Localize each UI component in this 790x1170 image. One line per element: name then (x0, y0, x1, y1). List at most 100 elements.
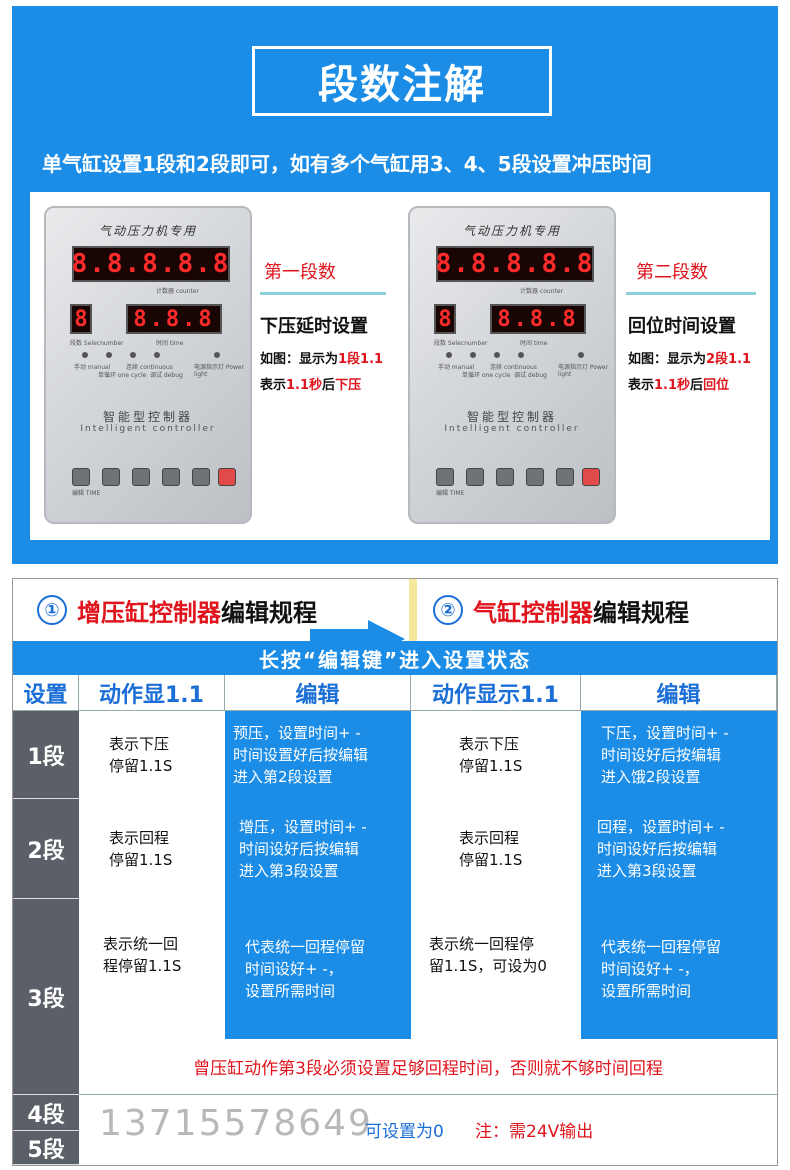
right-table-header: ② 气缸控制器编辑规程 (417, 579, 777, 641)
segment-2-setting: 回位时间设置 (628, 316, 736, 337)
segment-display: 8 (434, 304, 456, 334)
col-header-action-right: 动作显示1.1 (411, 675, 581, 711)
indicator-light-icon (82, 352, 88, 358)
row1-action-left: 表示下压 停留1.1S (109, 735, 173, 775)
controller-device-1: 气动压力机专用 8.8.8.8.8 计数器 counter 8 8.8.8 段数… (44, 206, 252, 524)
row-label-5: 5段 (13, 1131, 79, 1165)
indicator-label: 手动 manual (438, 364, 475, 371)
row-label-2: 2段 (13, 799, 79, 899)
segment-1-setting: 下压延时设置 (260, 316, 368, 337)
segment-label: 段数 Selecnumber (70, 340, 124, 347)
phone-watermark: 13715578649 (99, 1103, 373, 1144)
segment-1-meaning: 表示1.1秒后下压 (260, 378, 362, 393)
row-label-1: 1段 (13, 711, 79, 799)
instruction-band: 长按“编辑键”进入设置状态 (13, 641, 777, 675)
indicator-light-icon (106, 352, 112, 358)
banner-panel: 段数注解 单气缸设置1段和2段即可，如有多个气缸用3、4、5段设置冲压时间 气动… (12, 6, 778, 658)
power-light-icon (214, 352, 220, 358)
circle-number-1: ① (37, 595, 67, 625)
row-label-3: 3段 (13, 899, 79, 1095)
segment-3-warning: 曾压缸动作第3段必须设置足够回程时间，否则就不够时间回程 (79, 1039, 777, 1095)
indicator-label: 手动 manual (74, 364, 111, 371)
edit-key (72, 468, 90, 486)
down-key (466, 468, 484, 486)
stop-key (582, 468, 600, 486)
banner-subtitle: 单气缸设置1段和2段即可，如有多个气缸用3、4、5段设置冲压时间 (42, 152, 652, 176)
device-brand: 智能型控制器 (466, 410, 557, 424)
row1-edit-left: 预压，设置时间+ - 时间设置好后按编辑 进入第2段设置 (225, 711, 411, 799)
device-header-text: 气动压力机专用 (98, 224, 197, 238)
segment-2-example: 如图：显示为2段1.1 (628, 352, 752, 367)
indicator-label: 连续 continuous (490, 364, 537, 371)
indicator-light-icon (518, 352, 524, 358)
indicator-label: 单循环 one cycle (462, 372, 511, 379)
row3-edit-right: 代表统一回程停留 时间设好+ -， 设置所需时间 (581, 899, 777, 1039)
down-key (102, 468, 120, 486)
divider-line (260, 292, 386, 295)
indicator-light-icon (130, 352, 136, 358)
indicator-label: 电源指示灯 Power light (558, 364, 609, 378)
col-header-edit-left: 编辑 (225, 675, 411, 711)
plus-key (192, 468, 210, 486)
device-illustration-strip: 气动压力机专用 8.8.8.8.8 计数器 counter 8 8.8.8 段数… (30, 192, 770, 658)
indicator-label: 单循环 one cycle (98, 372, 147, 379)
time-label: 时间 time (156, 340, 184, 347)
counter-label: 计数器 counter (156, 288, 199, 295)
row-label-4: 4段 (13, 1095, 79, 1131)
programming-table: ① 增压缸控制器编辑规程 ② 气缸控制器编辑规程 长按“编辑键”进入设置状态 设… (12, 578, 778, 1166)
rows-4-5-value-note: 可设置为0 (365, 1122, 444, 1142)
indicator-light-icon (446, 352, 452, 358)
col-header-edit-right: 编辑 (581, 675, 777, 711)
edit-key (436, 468, 454, 486)
indicator-label: 调试 debug (514, 372, 547, 379)
power-light-icon (578, 352, 584, 358)
device-brand-en: Intelligent controller (80, 424, 216, 434)
indicator-light-icon (154, 352, 160, 358)
row2-action-left: 表示回程 停留1.1S (109, 829, 173, 869)
row2-action-right: 表示回程 停留1.1S (459, 829, 523, 869)
time-label: 时间 time (520, 340, 548, 347)
up-key (496, 468, 514, 486)
indicator-label: 连续 continuous (126, 364, 173, 371)
segment-1-heading: 第一段数 (264, 262, 336, 283)
edit-key-label: 编辑 TIME (436, 490, 465, 497)
counter-label: 计数器 counter (520, 288, 563, 295)
plus-key (556, 468, 574, 486)
device-brand-en: Intelligent controller (444, 424, 580, 434)
device-header-text: 气动压力机专用 (462, 224, 561, 238)
segment-display: 8 (70, 304, 92, 334)
edit-key-label: 编辑 TIME (72, 490, 101, 497)
row3-edit-left: 代表统一回程停留 时间设好+ -， 设置所需时间 (225, 899, 411, 1039)
row2-edit-right: 回程，设置时间+ - 时间设好后按编辑 进入第3段设置 (581, 799, 777, 899)
counter-display: 8.8.8.8.8 (72, 246, 230, 282)
row1-edit-right: 下压，设置时间+ - 时间设好后按编辑 进入饿2段设置 (581, 711, 777, 799)
row3-action-right: 表示统一回程停 留1.1S，可设为0 (429, 935, 547, 975)
page-title: 段数注解 (252, 46, 552, 116)
counter-display: 8.8.8.8.8 (436, 246, 594, 282)
circle-number-2: ② (433, 595, 463, 625)
time-display: 8.8.8 (490, 304, 586, 334)
col-header-setting: 设置 (13, 675, 79, 711)
segment-1-example: 如图：显示为1段1.1 (260, 352, 384, 367)
minus-key (162, 468, 180, 486)
segment-label: 段数 Selecnumber (434, 340, 488, 347)
row2-edit-left: 增压，设置时间+ - 时间设好后按编辑 进入第3段设置 (225, 799, 411, 899)
rows-4-5-output-note: 注：需24V输出 (475, 1122, 594, 1142)
divider-line (626, 292, 756, 295)
up-key (132, 468, 150, 486)
left-table-header: ① 增压缸控制器编辑规程 (13, 579, 409, 641)
row1-action-right: 表示下压 停留1.1S (459, 735, 523, 775)
col-header-action-left: 动作显1.1 (79, 675, 225, 711)
indicator-light-icon (494, 352, 500, 358)
time-display: 8.8.8 (126, 304, 222, 334)
stop-key (218, 468, 236, 486)
indicator-label: 电源指示灯 Power light (194, 364, 245, 378)
row3-action-left: 表示统一回 程停留1.1S (103, 935, 182, 975)
minus-key (526, 468, 544, 486)
indicator-label: 调试 debug (150, 372, 183, 379)
segment-2-heading: 第二段数 (636, 262, 708, 283)
header-divider (409, 579, 417, 641)
indicator-light-icon (470, 352, 476, 358)
segment-2-meaning: 表示1.1秒后回位 (628, 378, 730, 393)
device-brand: 智能型控制器 (102, 410, 193, 424)
